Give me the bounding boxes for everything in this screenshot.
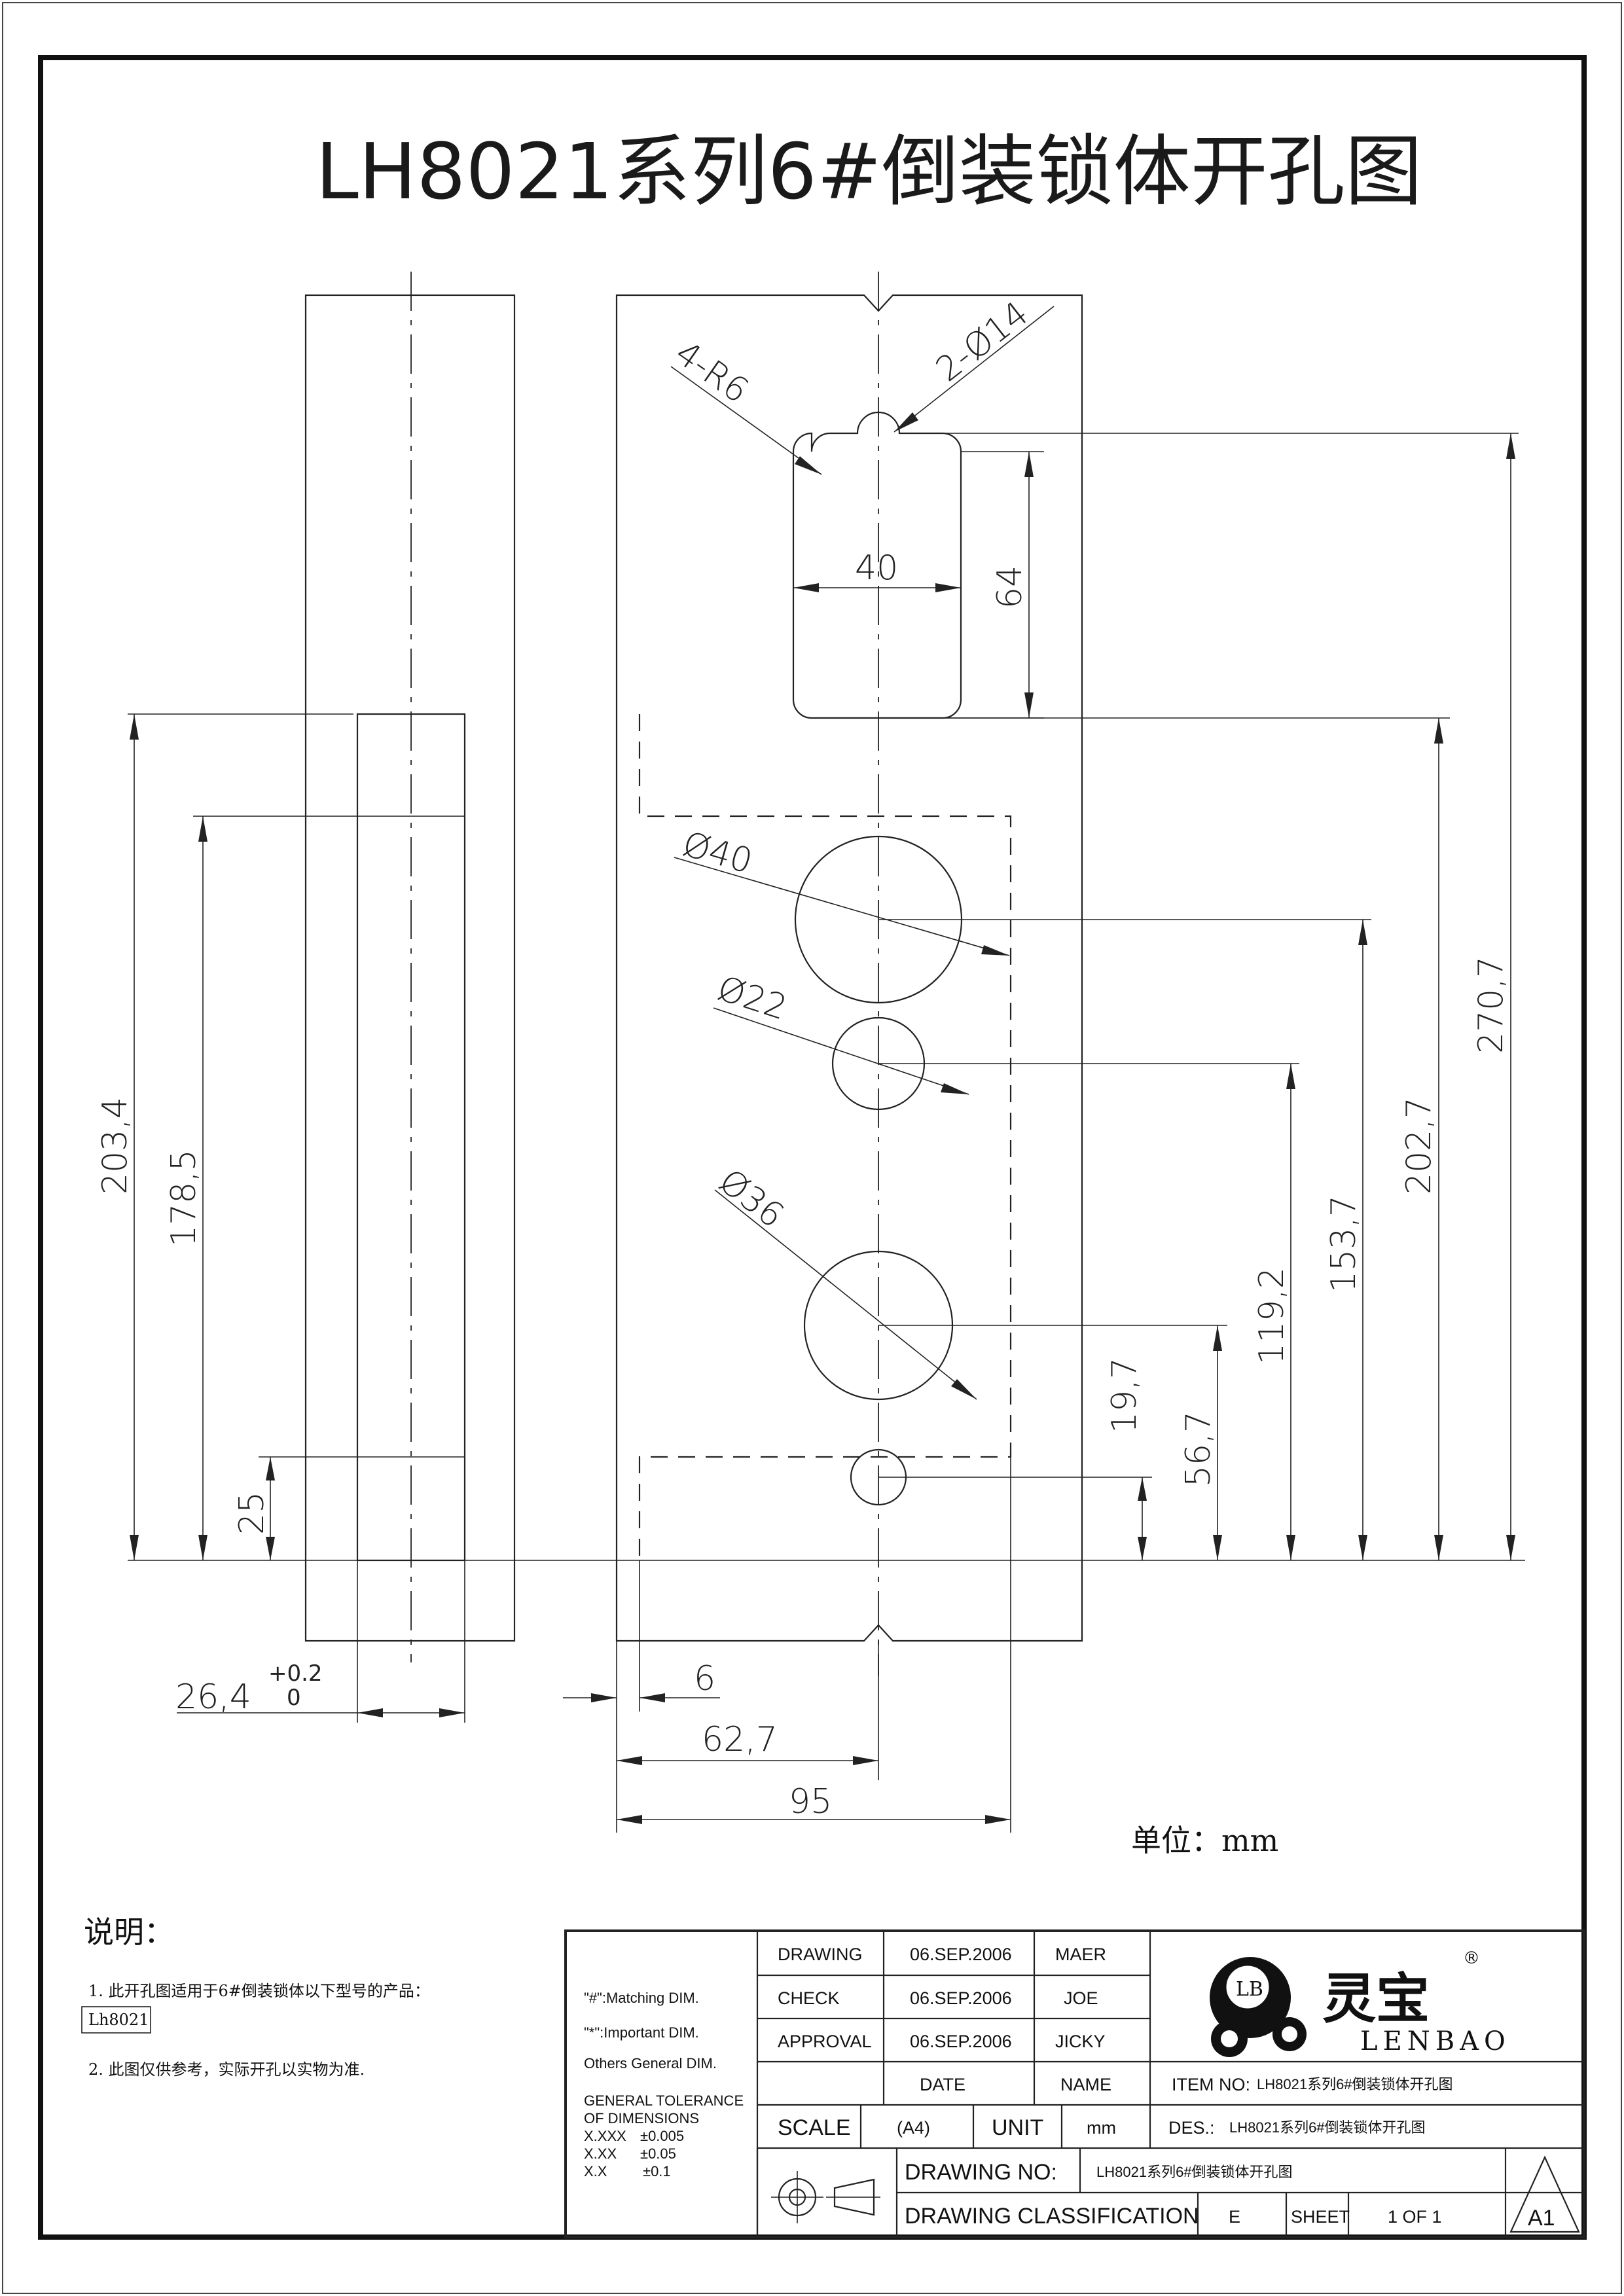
dim-178-5: 178,5 [164,1149,204,1247]
row-drawing-date: 06.SEP.2006 [910,1945,1012,1964]
size-mark-triangle [1509,2155,1580,2233]
legend-matching: "#":Matching DIM. [584,1990,699,2006]
dim-26-4-tol-upper: +0.2 [268,1660,323,1687]
note-line-1: 1. 此开孔图适用于6#倒装锁体以下型号的产品： [88,1982,430,2000]
dim-26-4-tol-lower: 0 [287,1685,301,1711]
dim-153-7: 153,7 [1324,1195,1363,1293]
row-approval-label: APPROVAL [778,2032,872,2051]
notes: 说明： 1. 此开孔图适用于6#倒装锁体以下型号的产品： Lh8021 2. 此… [81,1914,430,2079]
dim-203-4: 203,4 [96,1097,135,1194]
tol-heading-1: GENERAL TOLERANCE [584,2092,744,2109]
title-block: "#":Matching DIM. "*":Important DIM. Oth… [564,1929,1585,2238]
item-no-label: ITEM NO: [1172,2075,1250,2094]
row-check-name: JOE [1064,1988,1098,2008]
dim-phi40: Ø40 [678,825,756,882]
sheet-label: SHEET [1291,2207,1350,2227]
tol-2-value: ±0.05 [640,2145,676,2162]
tol-1-label: X.XXX [584,2128,626,2144]
dim-64: 64 [990,565,1030,609]
sheet-value: 1 OF 1 [1388,2207,1442,2227]
logo-chinese: 灵宝 [1322,1967,1430,2030]
row-approval-date: 06.SEP.2006 [910,2032,1012,2051]
row-drawing-label: DRAWING [778,1945,863,1964]
size-mark: A1 [1528,2206,1555,2231]
dim-26-4: 26,4 [175,1677,251,1717]
dim-19-7: 19,7 [1105,1357,1144,1433]
logo-monogram: LB [1236,1978,1263,2001]
dim-62-7: 62,7 [702,1720,778,1759]
scale-label: SCALE [778,2115,851,2140]
unit-title-label: UNIT [992,2115,1043,2140]
tol-2-label: X.XX [584,2145,617,2162]
left-view: 203,4 178,5 25 26,4 +0.2 0 [96,272,615,1723]
drawing-border [38,55,1587,2240]
tol-heading-2: OF DIMENSIONS [584,2110,699,2126]
row-drawing-name: MAER [1055,1945,1106,1964]
dim-phi36: Ø36 [712,1162,791,1236]
notes-heading: 说明： [84,1914,174,1950]
dim-25: 25 [232,1492,272,1535]
dim-119-2: 119,2 [1252,1267,1291,1365]
legend-important: "*":Important DIM. [584,2024,699,2041]
dim-95: 95 [789,1782,832,1821]
classification-value: E [1229,2207,1240,2227]
drawing-title: LH8021系列6#倒装锁体开孔图 [316,126,1422,217]
logo-english: LENBAO [1360,2026,1511,2056]
classification-label: DRAWING CLASSIFICATION [905,2204,1199,2229]
dim-phi22: Ø22 [713,969,791,1028]
dim-2-phi14: 2-Ø14 [929,294,1036,389]
row-approval-name: JICKY [1055,2032,1106,2051]
lenbao-logo-icon: LB 灵宝 ® LENBAO [1210,1948,1511,2057]
tol-1-value: ±0.005 [640,2128,684,2144]
dim-56-7: 56,7 [1179,1411,1218,1487]
note-model: Lh8021 [88,2011,149,2029]
dim-202-7: 202,7 [1399,1097,1439,1194]
dim-270-7: 270,7 [1471,956,1511,1054]
right-view: 4-R6 2-Ø14 Ø40 Ø22 Ø36 40 64 [563,272,1525,1833]
dim-40: 40 [855,548,898,588]
row-check-date: 06.SEP.2006 [910,1988,1012,2008]
item-no-value: LH8021系列6#倒装锁体开孔图 [1257,2076,1453,2092]
note-line-2: 2. 此图仅供参考，实际开孔以实物为准. [88,2060,365,2079]
row-check-label: CHECK [778,1988,840,2008]
drawing-no-value: LH8021系列6#倒装锁体开孔图 [1096,2164,1293,2180]
dim-4-r6: 4-R6 [668,333,756,411]
logo-registered: ® [1463,1948,1480,1968]
unit-title-value: mm [1087,2118,1116,2138]
tol-3-value: ±0.1 [643,2163,671,2179]
header-name: NAME [1060,2075,1111,2094]
des-value: LH8021系列6#倒装锁体开孔图 [1229,2119,1426,2136]
des-label: DES.: [1168,2118,1215,2138]
drawing-no-label: DRAWING NO: [905,2160,1057,2185]
projection-symbol-icon [771,2171,880,2223]
header-date: DATE [920,2075,965,2094]
dim-6: 6 [694,1659,715,1698]
tol-3-label: X.X [584,2163,607,2179]
legend-others: Others General DIM. [584,2055,717,2072]
unit-label: 单位：mm [1131,1823,1278,1858]
scale-value: (A4) [897,2118,930,2138]
